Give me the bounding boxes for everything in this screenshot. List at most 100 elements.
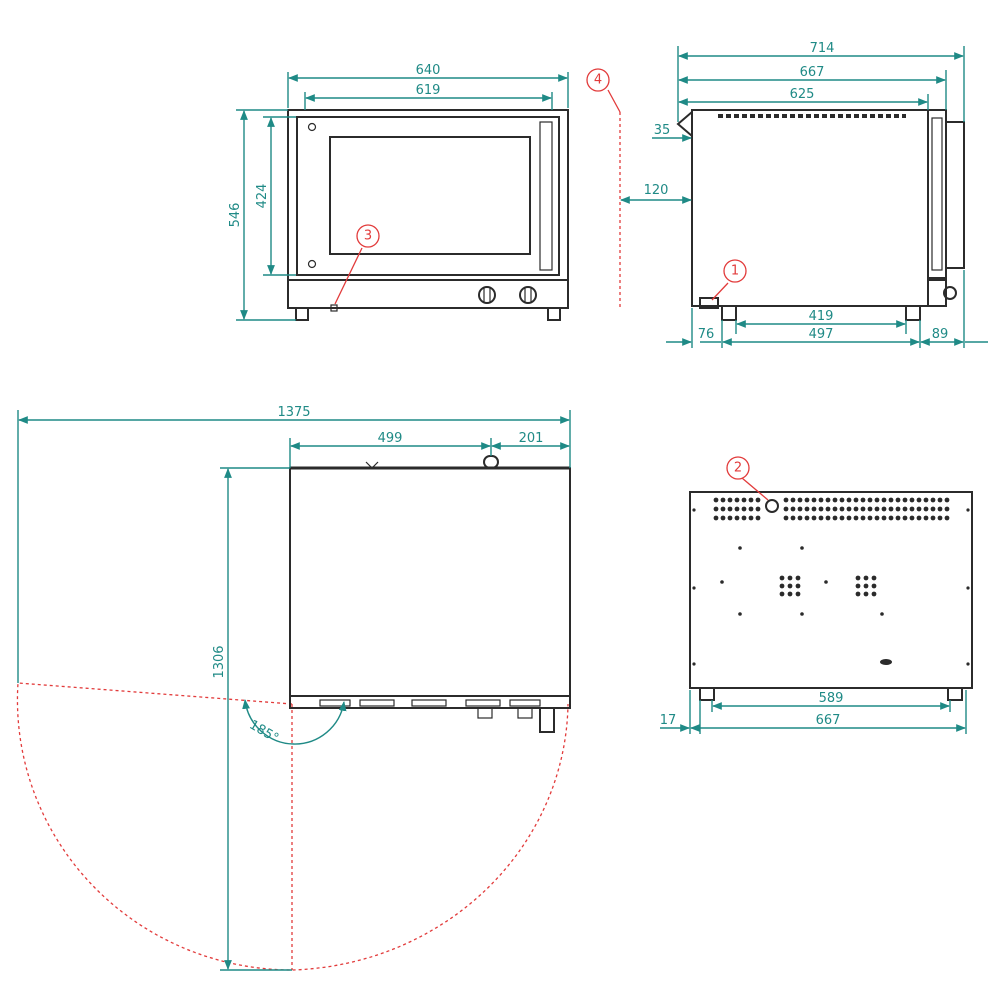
exhaust-chimney: [483, 455, 499, 469]
side-door: [927, 109, 947, 279]
dim-right: 201: [519, 431, 544, 446]
vent-hole: [755, 506, 761, 512]
dim-total-width: 1375: [277, 405, 310, 420]
door-slot: [319, 699, 351, 707]
fixing-hole: [863, 575, 869, 581]
fixing-hole: [779, 591, 785, 597]
dim-height-inner: 424: [255, 184, 270, 209]
vent-hole: [790, 515, 796, 521]
control-panel: [287, 279, 569, 309]
vent-hole: [804, 515, 810, 521]
vent-hole: [874, 506, 880, 512]
fixing-hole: [779, 575, 785, 581]
vent-hole: [888, 515, 894, 521]
fixing-hole: [795, 583, 801, 589]
vent-hole: [727, 515, 733, 521]
vent-hole: [818, 497, 824, 503]
vent-hole: [797, 497, 803, 503]
vent-hole: [860, 497, 866, 503]
fixing-hole: [787, 591, 793, 597]
vent-hole: [755, 515, 761, 521]
vent-hole: [839, 497, 845, 503]
front-view: 640 619 546 424 3: [228, 63, 569, 321]
side-view: 4 1 714 667 625 35 120: [586, 41, 988, 348]
vent-hole: [720, 497, 726, 503]
door-slot: [411, 699, 447, 707]
fan-hub: [880, 659, 892, 665]
vent-hole: [748, 515, 754, 521]
side-door-handle: [945, 121, 965, 269]
vent-hole: [895, 515, 901, 521]
door-handle: [539, 121, 553, 271]
door-swing-area: [16, 682, 569, 971]
vent-hole: [853, 515, 859, 521]
vent-hole: [902, 515, 908, 521]
rear-exhaust: [676, 109, 693, 139]
fixing-hole: [871, 575, 877, 581]
callout-1-label: 1: [731, 264, 739, 279]
screw-hole: [692, 586, 696, 590]
vent-hole: [923, 497, 929, 503]
vent-hole: [783, 515, 789, 521]
vent-hole: [734, 497, 740, 503]
screw-hole: [966, 662, 970, 666]
dim-width-outer: 640: [416, 63, 441, 78]
dim-top-offset: 35: [654, 123, 671, 138]
screw-hole: [738, 612, 742, 616]
vent-hole: [727, 497, 733, 503]
vent-hole: [860, 506, 866, 512]
rear-fixing-holes: [692, 508, 970, 666]
screw-hole: [800, 612, 804, 616]
fixing-hole: [863, 591, 869, 597]
vent-hole: [888, 497, 894, 503]
vent-hole: [825, 515, 831, 521]
screw-hole: [880, 612, 884, 616]
vent-hole: [713, 506, 719, 512]
fixing-hole: [787, 575, 793, 581]
fixing-hole: [871, 583, 877, 589]
foot: [547, 307, 561, 321]
vent-hole: [783, 506, 789, 512]
vent-hole: [930, 497, 936, 503]
vent-hole: [811, 506, 817, 512]
vent-hole: [790, 506, 796, 512]
screw-hole: [966, 586, 970, 590]
vent-hole: [916, 506, 922, 512]
vent-hole: [741, 506, 747, 512]
vent-hole: [909, 515, 915, 521]
front-door-frame: [296, 116, 560, 276]
vent-hole: [839, 506, 845, 512]
vent-hole: [783, 497, 789, 503]
screw-icon: [307, 122, 317, 132]
door-glass-edge: [931, 117, 943, 271]
vent-hole: [804, 497, 810, 503]
vent-hole: [797, 506, 803, 512]
foot: [699, 687, 715, 701]
rear-vent-holes: [713, 497, 950, 521]
dim-rear-overhang: 89: [932, 327, 949, 342]
vent-hole: [741, 515, 747, 521]
fixing-hole: [871, 591, 877, 597]
fixing-hole: [795, 575, 801, 581]
fixing-hole: [787, 583, 793, 589]
fixing-hole: [863, 583, 869, 589]
vent-hole: [839, 515, 845, 521]
vent-hole: [832, 506, 838, 512]
vent-hole: [874, 515, 880, 521]
dim-depth-body: 667: [800, 65, 825, 80]
screw-hole: [692, 662, 696, 666]
top-body: [289, 467, 571, 697]
vent-hole: [832, 515, 838, 521]
top-view: 185° 1375 499 201 1306: [16, 405, 571, 971]
rear-view: 2 589 667 17: [660, 456, 973, 734]
vent-hole: [944, 506, 950, 512]
fixing-hole: [855, 583, 861, 589]
vent-hole: [811, 515, 817, 521]
vent-hole: [818, 515, 824, 521]
dim-depth-top: 625: [790, 87, 815, 102]
control-knob-side: [927, 279, 947, 307]
vent-hole: [944, 515, 950, 521]
vent-hole: [923, 506, 929, 512]
vent-hole: [895, 497, 901, 503]
screw-hole: [692, 508, 696, 512]
